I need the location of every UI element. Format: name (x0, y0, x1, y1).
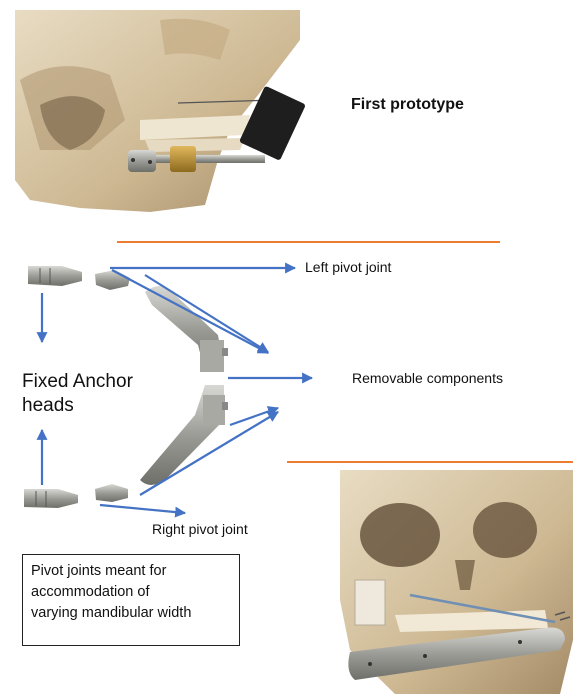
fixed-anchor-heads-label: Fixed Anchor heads (22, 370, 172, 418)
anchor-head-bottom (24, 489, 78, 508)
upper-arm-part (145, 286, 228, 372)
arrow-to-right-pivot-label (100, 505, 185, 513)
right-pivot-joint-part (95, 484, 128, 502)
right-pivot-joint-label: Right pivot joint (152, 521, 248, 537)
removable-components-label: Removable components (352, 370, 503, 386)
note-line1: Pivot joints meant for (31, 561, 231, 582)
first-prototype-label: First prototype (351, 96, 464, 114)
arrow-upper-diag-1 (112, 270, 268, 353)
left-pivot-joint-label: Left pivot joint (305, 259, 391, 275)
anchor-head-top (28, 266, 82, 286)
pivot-note-box: Pivot joints meant for accommodation of … (22, 554, 240, 646)
note-line3: varying mandibular width (31, 603, 231, 624)
fixed-anchor-line1: Fixed Anchor (22, 371, 133, 392)
fixed-anchor-line2: heads (22, 395, 74, 416)
note-line2: accommodation of (31, 582, 231, 603)
left-pivot-joint-part (95, 270, 130, 290)
